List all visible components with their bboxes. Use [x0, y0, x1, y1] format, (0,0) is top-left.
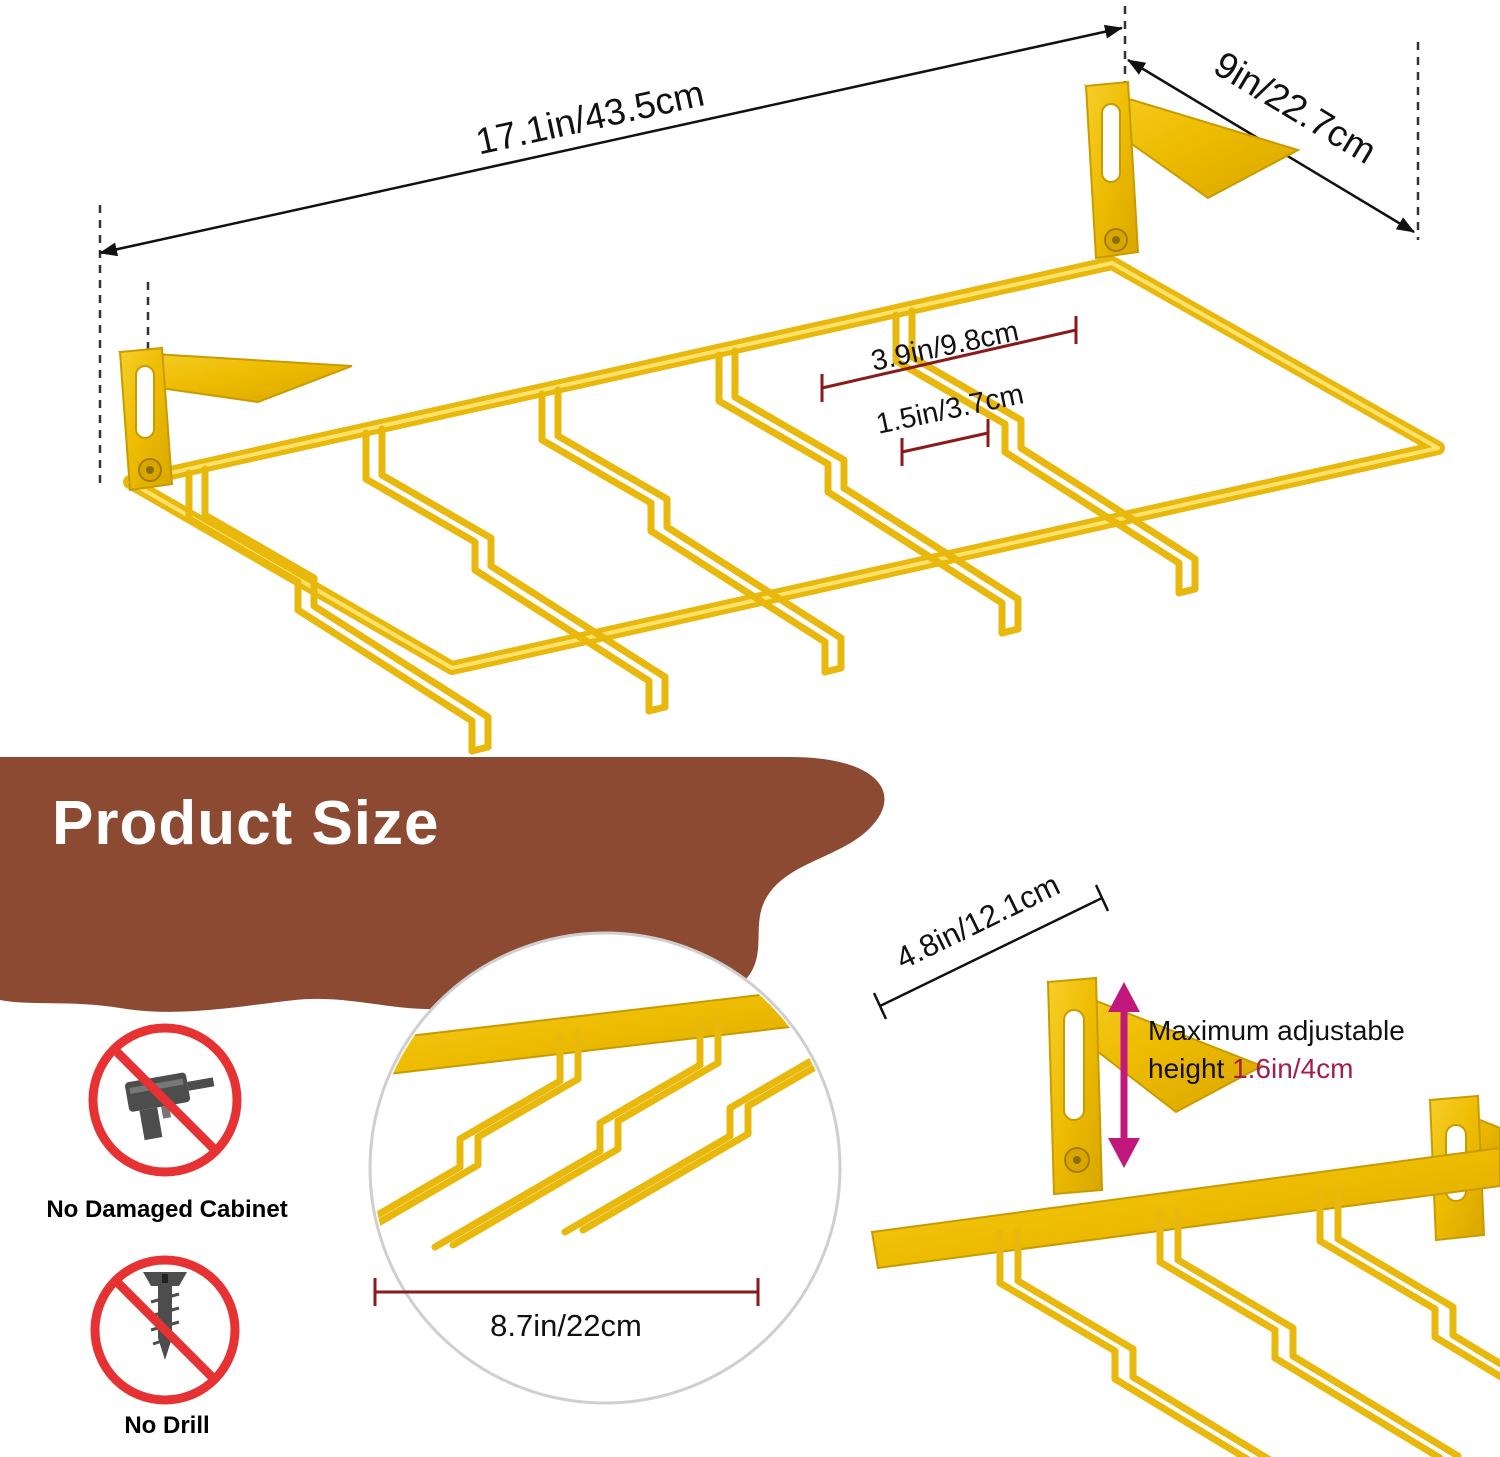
bracket-slot: [1101, 103, 1121, 183]
closeup-frame-band: [870, 1146, 1500, 1270]
prohibition-circle: [90, 1255, 240, 1405]
dimension-line-bracket-depth: [872, 884, 1110, 1020]
adjustable-height-arrow: [1108, 982, 1140, 1168]
dimension-line-length: [99, 24, 1123, 257]
closeup-rails: [373, 998, 837, 1267]
dimension-line-slot-width: [900, 419, 990, 466]
no-screw-icon: [90, 1255, 240, 1405]
main-rack-illustration: [98, 6, 1445, 755]
prohibition-circle: [88, 1023, 242, 1177]
no-damaged-cabinet-icon: [88, 1023, 242, 1177]
bracket-slot: [135, 365, 155, 439]
rack-frame: [123, 256, 1445, 675]
max-height-prefix: Maximum adjustable height: [1148, 1015, 1405, 1084]
mounting-bracket-left: [117, 346, 353, 492]
mounting-bracket-right: [1083, 80, 1301, 260]
max-height-value: 1.6in/4cm: [1232, 1052, 1354, 1084]
rack-rails: [185, 307, 1199, 755]
screw-icon: [143, 1272, 187, 1360]
closeup-rails-right: [996, 1185, 1500, 1457]
dimension-label-rail-length: 8.7in/22cm: [490, 1308, 642, 1343]
dimension-line-rail-length: [373, 1278, 760, 1306]
rail-closeup-magnifier: [368, 931, 842, 1405]
dimension-line-slot-spacing: [820, 316, 1078, 402]
max-adjustable-height-note: Maximum adjustable height 1.6in/4cm: [1148, 1012, 1458, 1088]
feature-label-no-drill: No Drill: [124, 1412, 210, 1439]
section-heading: Product Size: [52, 789, 440, 858]
bracket-slot: [1063, 1009, 1085, 1121]
feature-label-no-damaged-cabinet: No Damaged Cabinet: [46, 1196, 288, 1223]
bracket-closeup: [870, 884, 1500, 1457]
